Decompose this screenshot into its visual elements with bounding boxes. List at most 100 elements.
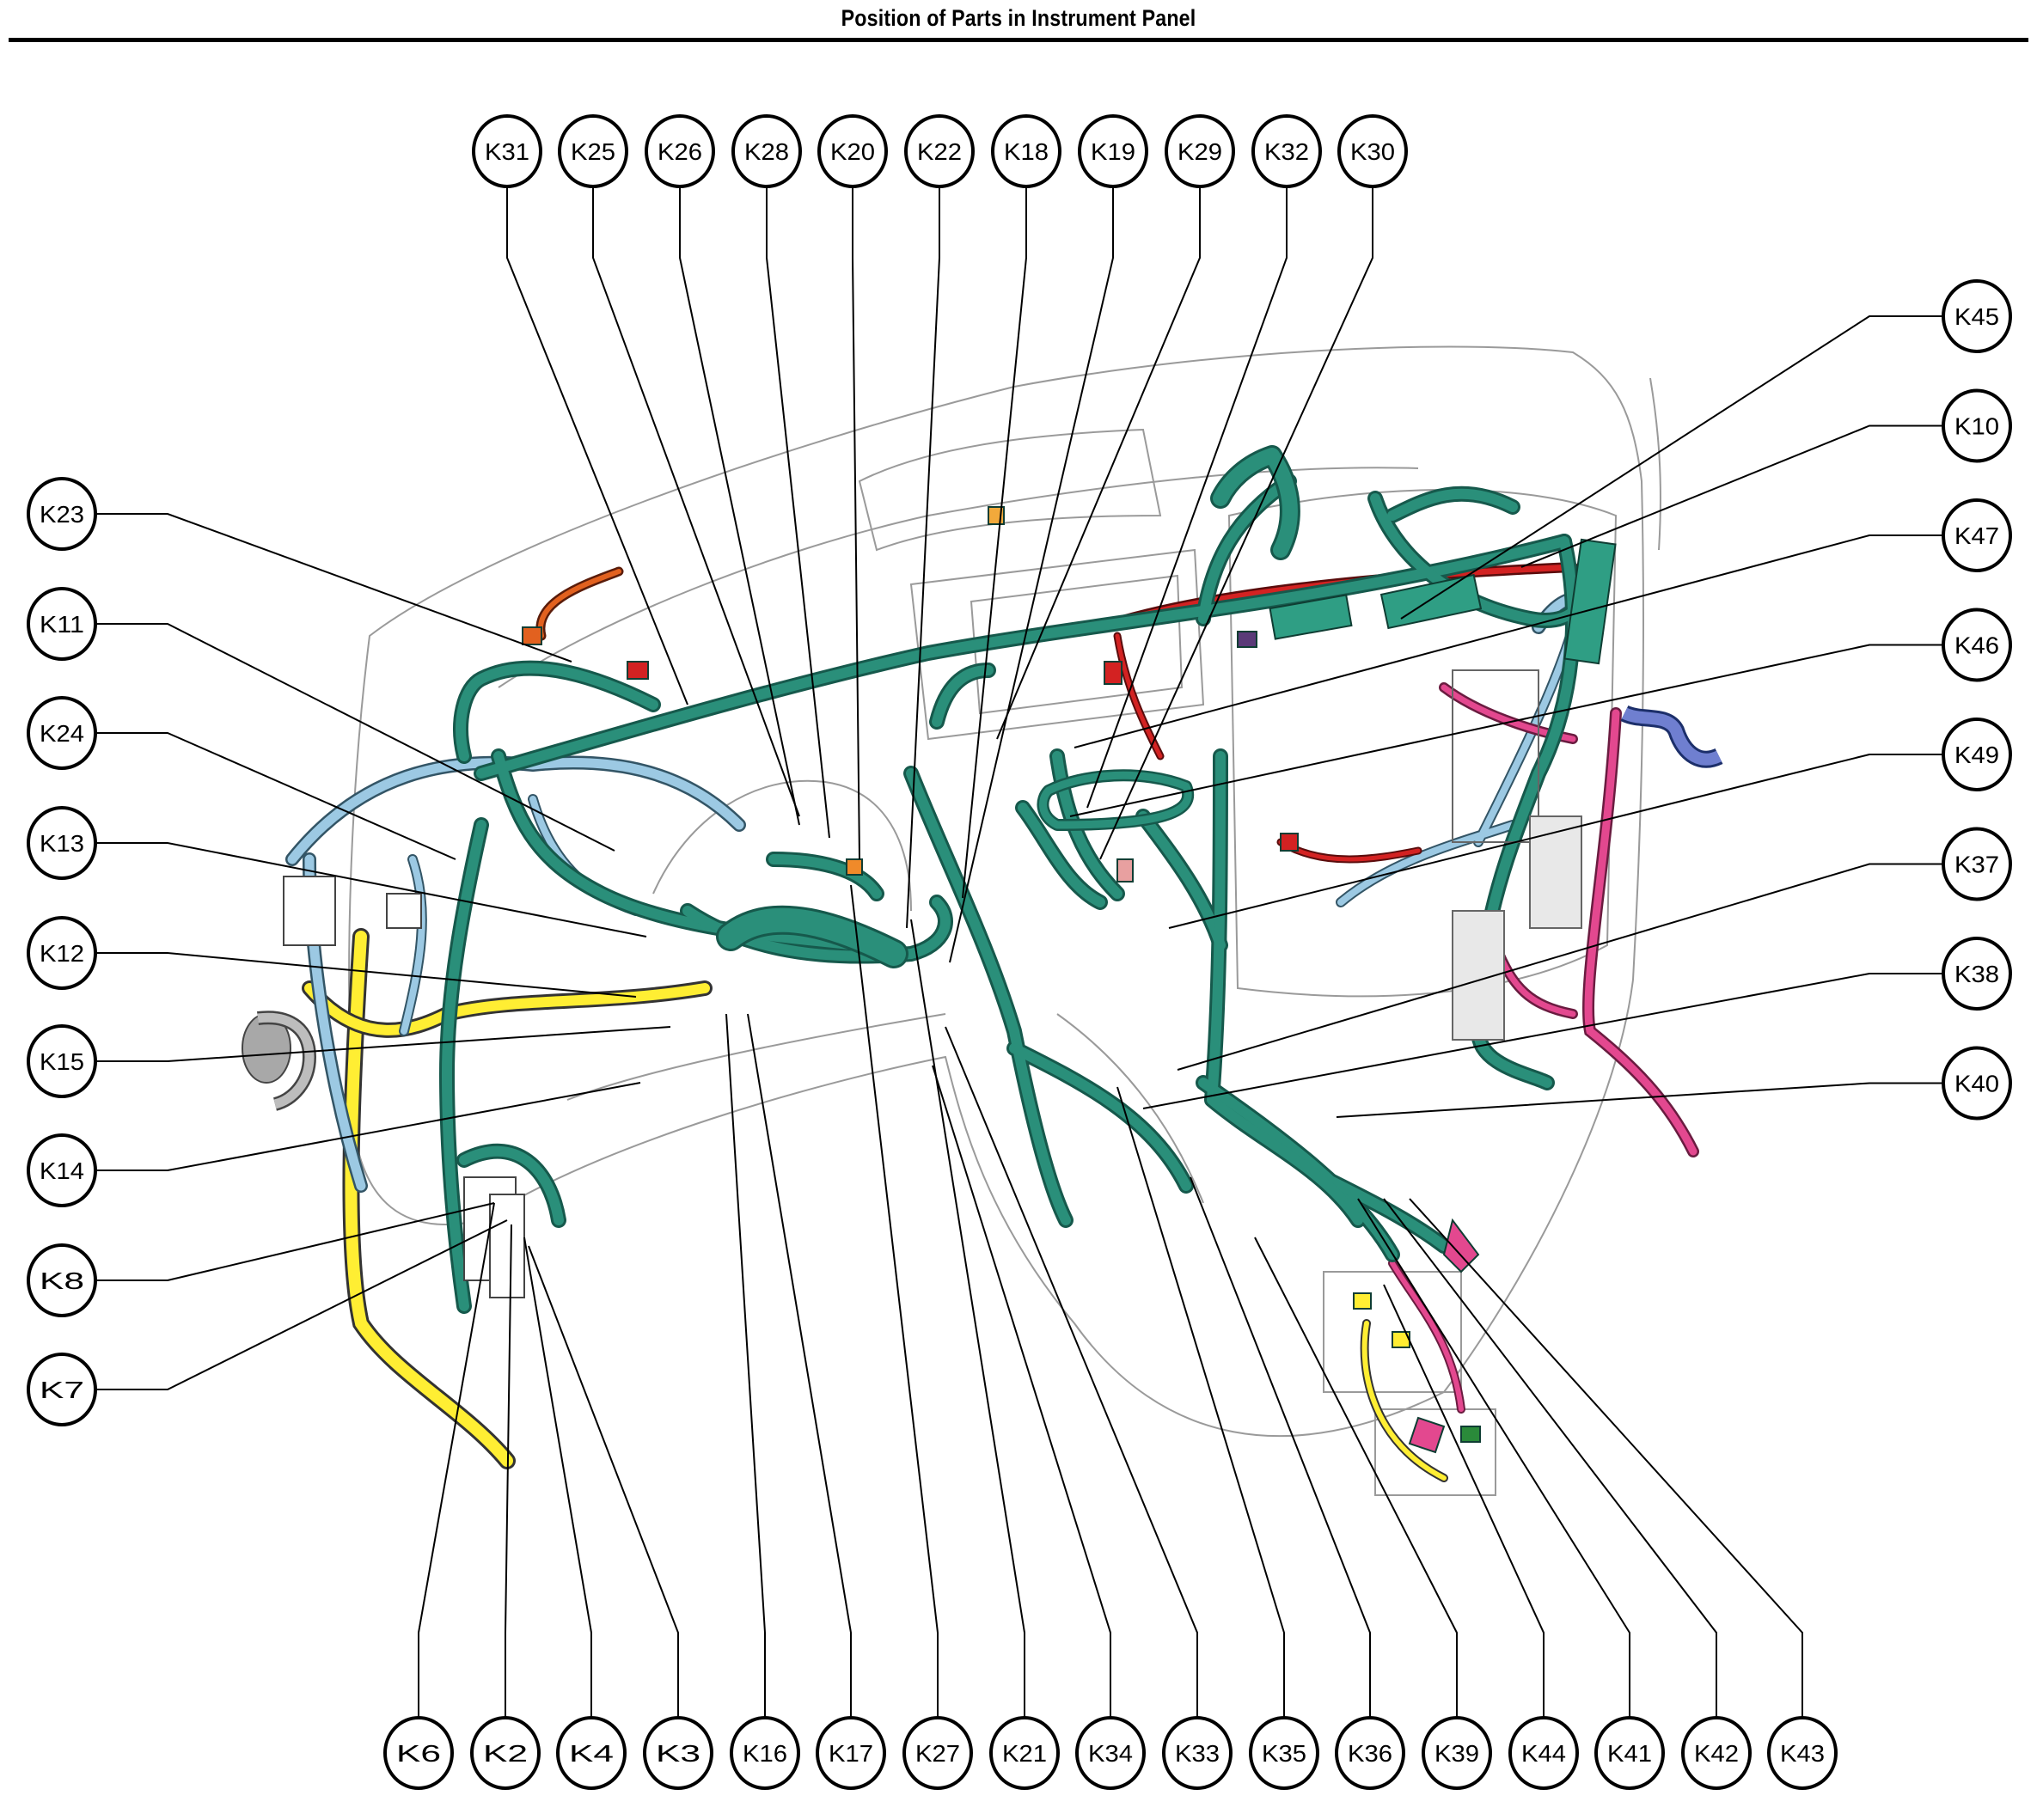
main-wire-harness [439, 445, 1598, 1314]
leader-line [1177, 863, 1943, 1071]
callout-text: K17 [829, 1740, 873, 1767]
callout-k19: K19 [1078, 114, 1148, 188]
leader-line [850, 884, 939, 1718]
leader-line [95, 732, 456, 860]
callout-k27: K27 [902, 1716, 973, 1790]
callout-text: K2 [483, 1740, 528, 1767]
callout-circle [556, 1716, 627, 1790]
callout-k49: K49 [1942, 718, 2012, 791]
callout-text: K8 [40, 1267, 84, 1294]
leader-line [1409, 1198, 1803, 1718]
callout-text: K25 [571, 138, 615, 165]
callout-text: K32 [1264, 138, 1309, 165]
callout-k25: K25 [558, 114, 628, 188]
gray-connector-part [242, 1011, 317, 1111]
callout-circle [989, 1716, 1060, 1790]
leader-line [932, 1065, 1111, 1718]
callout-circle [27, 806, 97, 880]
callout-circle [1942, 388, 2012, 463]
callout-circle [27, 1133, 97, 1207]
leader-line [1400, 315, 1943, 620]
callout-text: K30 [1350, 138, 1395, 165]
callout-k29: K29 [1165, 114, 1235, 188]
callout-circle [730, 1716, 800, 1790]
leader-line [1069, 644, 1943, 817]
callout-circle [1942, 608, 2012, 682]
callout-k47: K47 [1942, 498, 2012, 572]
callout-circle [27, 916, 97, 990]
callout-circle [1075, 1716, 1146, 1790]
callout-text: K21 [1002, 1740, 1047, 1767]
callout-circle [643, 1716, 713, 1790]
leader-line [910, 919, 1025, 1718]
callout-circle [1335, 1716, 1405, 1790]
callout-circle [27, 1243, 97, 1317]
callout-k24: K24 [27, 696, 97, 770]
callout-circle [558, 114, 628, 188]
callout-k40: K40 [1942, 1046, 2012, 1121]
callout-k33: K33 [1162, 1716, 1233, 1790]
callout-k44: K44 [1508, 1716, 1579, 1790]
callout-text: K29 [1178, 138, 1222, 165]
callout-k41: K41 [1594, 1716, 1665, 1790]
leader-line [95, 952, 637, 998]
callout-k42: K42 [1681, 1716, 1752, 1790]
leader-line [592, 186, 800, 817]
callout-circle [27, 1024, 97, 1098]
callout-k3: K3 [643, 1716, 713, 1790]
leader-line [506, 186, 688, 705]
callout-text: K12 [40, 940, 84, 967]
callout-circle [470, 1716, 541, 1790]
callout-text: K10 [1954, 413, 1999, 440]
callout-k14: K14 [27, 1133, 97, 1207]
callout-circle [1422, 1716, 1492, 1790]
leader-line [1254, 1237, 1458, 1718]
callout-k32: K32 [1251, 114, 1322, 188]
callout-text: K27 [915, 1740, 960, 1767]
callout-k38: K38 [1942, 937, 2012, 1011]
leader-line [95, 1026, 671, 1062]
leader-line [95, 842, 647, 937]
callout-circle [1251, 114, 1322, 188]
callout-text: K6 [396, 1740, 441, 1767]
callout-text: K38 [1954, 961, 1999, 987]
callout-k16: K16 [730, 1716, 800, 1790]
callout-k4: K4 [556, 1716, 627, 1790]
title-rule [9, 38, 2028, 42]
callout-text: K33 [1175, 1740, 1220, 1767]
callout-k21: K21 [989, 1716, 1060, 1790]
callout-text: K16 [743, 1740, 787, 1767]
callout-text: K13 [40, 830, 84, 857]
callout-k18: K18 [991, 114, 1061, 188]
callout-circle [27, 477, 97, 551]
callout-circle [27, 1353, 97, 1426]
callout-k30: K30 [1337, 114, 1408, 188]
callout-text: K11 [40, 611, 84, 638]
leader-line [996, 186, 1201, 740]
callout-text: K47 [1954, 522, 1999, 549]
callout-circle [816, 1716, 886, 1790]
callout-k15: K15 [27, 1024, 97, 1098]
callout-circle [1942, 498, 2012, 572]
leader-line [95, 1202, 495, 1281]
callout-k8: K8 [27, 1243, 97, 1317]
callout-k43: K43 [1767, 1716, 1838, 1790]
callout-text: K14 [40, 1157, 84, 1184]
leader-line [679, 186, 800, 826]
leader-line [418, 1202, 495, 1718]
pink-wire-harness [1388, 682, 1699, 1414]
callout-text: K41 [1607, 1740, 1652, 1767]
callout-circle [904, 114, 975, 188]
callout-circle [383, 1716, 454, 1790]
callout-text: K42 [1694, 1740, 1739, 1767]
callout-k36: K36 [1335, 1716, 1405, 1790]
leader-line [1086, 186, 1288, 809]
leader-line [747, 1013, 852, 1718]
callout-circle [1942, 1046, 2012, 1121]
callout-text: K18 [1004, 138, 1049, 165]
callout-circle [472, 114, 542, 188]
callout-k35: K35 [1249, 1716, 1319, 1790]
callout-k17: K17 [816, 1716, 886, 1790]
callout-text: K24 [40, 720, 84, 747]
